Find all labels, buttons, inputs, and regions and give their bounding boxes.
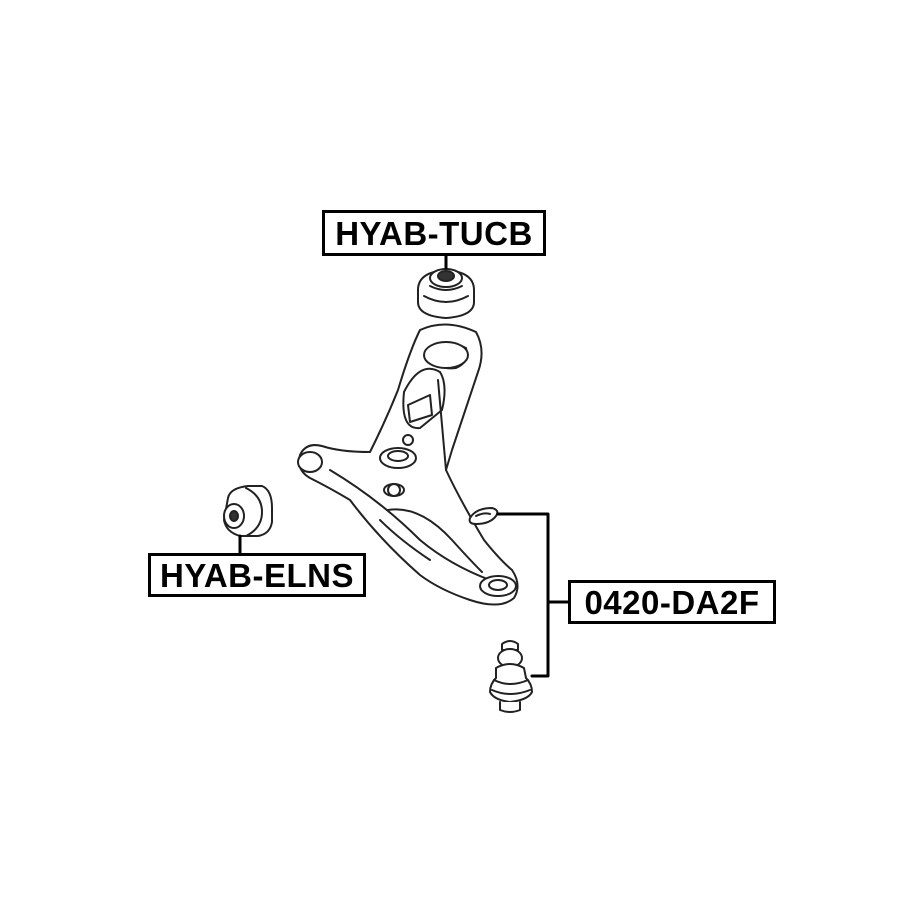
control-arm-part — [297, 323, 519, 606]
part-label-upper-bushing: HYAB-TUCB — [322, 210, 546, 256]
snap-ring-part — [468, 507, 499, 525]
leader-lines — [496, 512, 570, 678]
rear-bushing-part — [223, 485, 273, 555]
part-label-ball-joint: 0420-DA2F — [568, 580, 776, 624]
upper-bushing-part — [417, 254, 475, 319]
ball-joint-part — [489, 640, 533, 713]
part-label-rear-bushing: HYAB-ELNS — [148, 553, 366, 597]
